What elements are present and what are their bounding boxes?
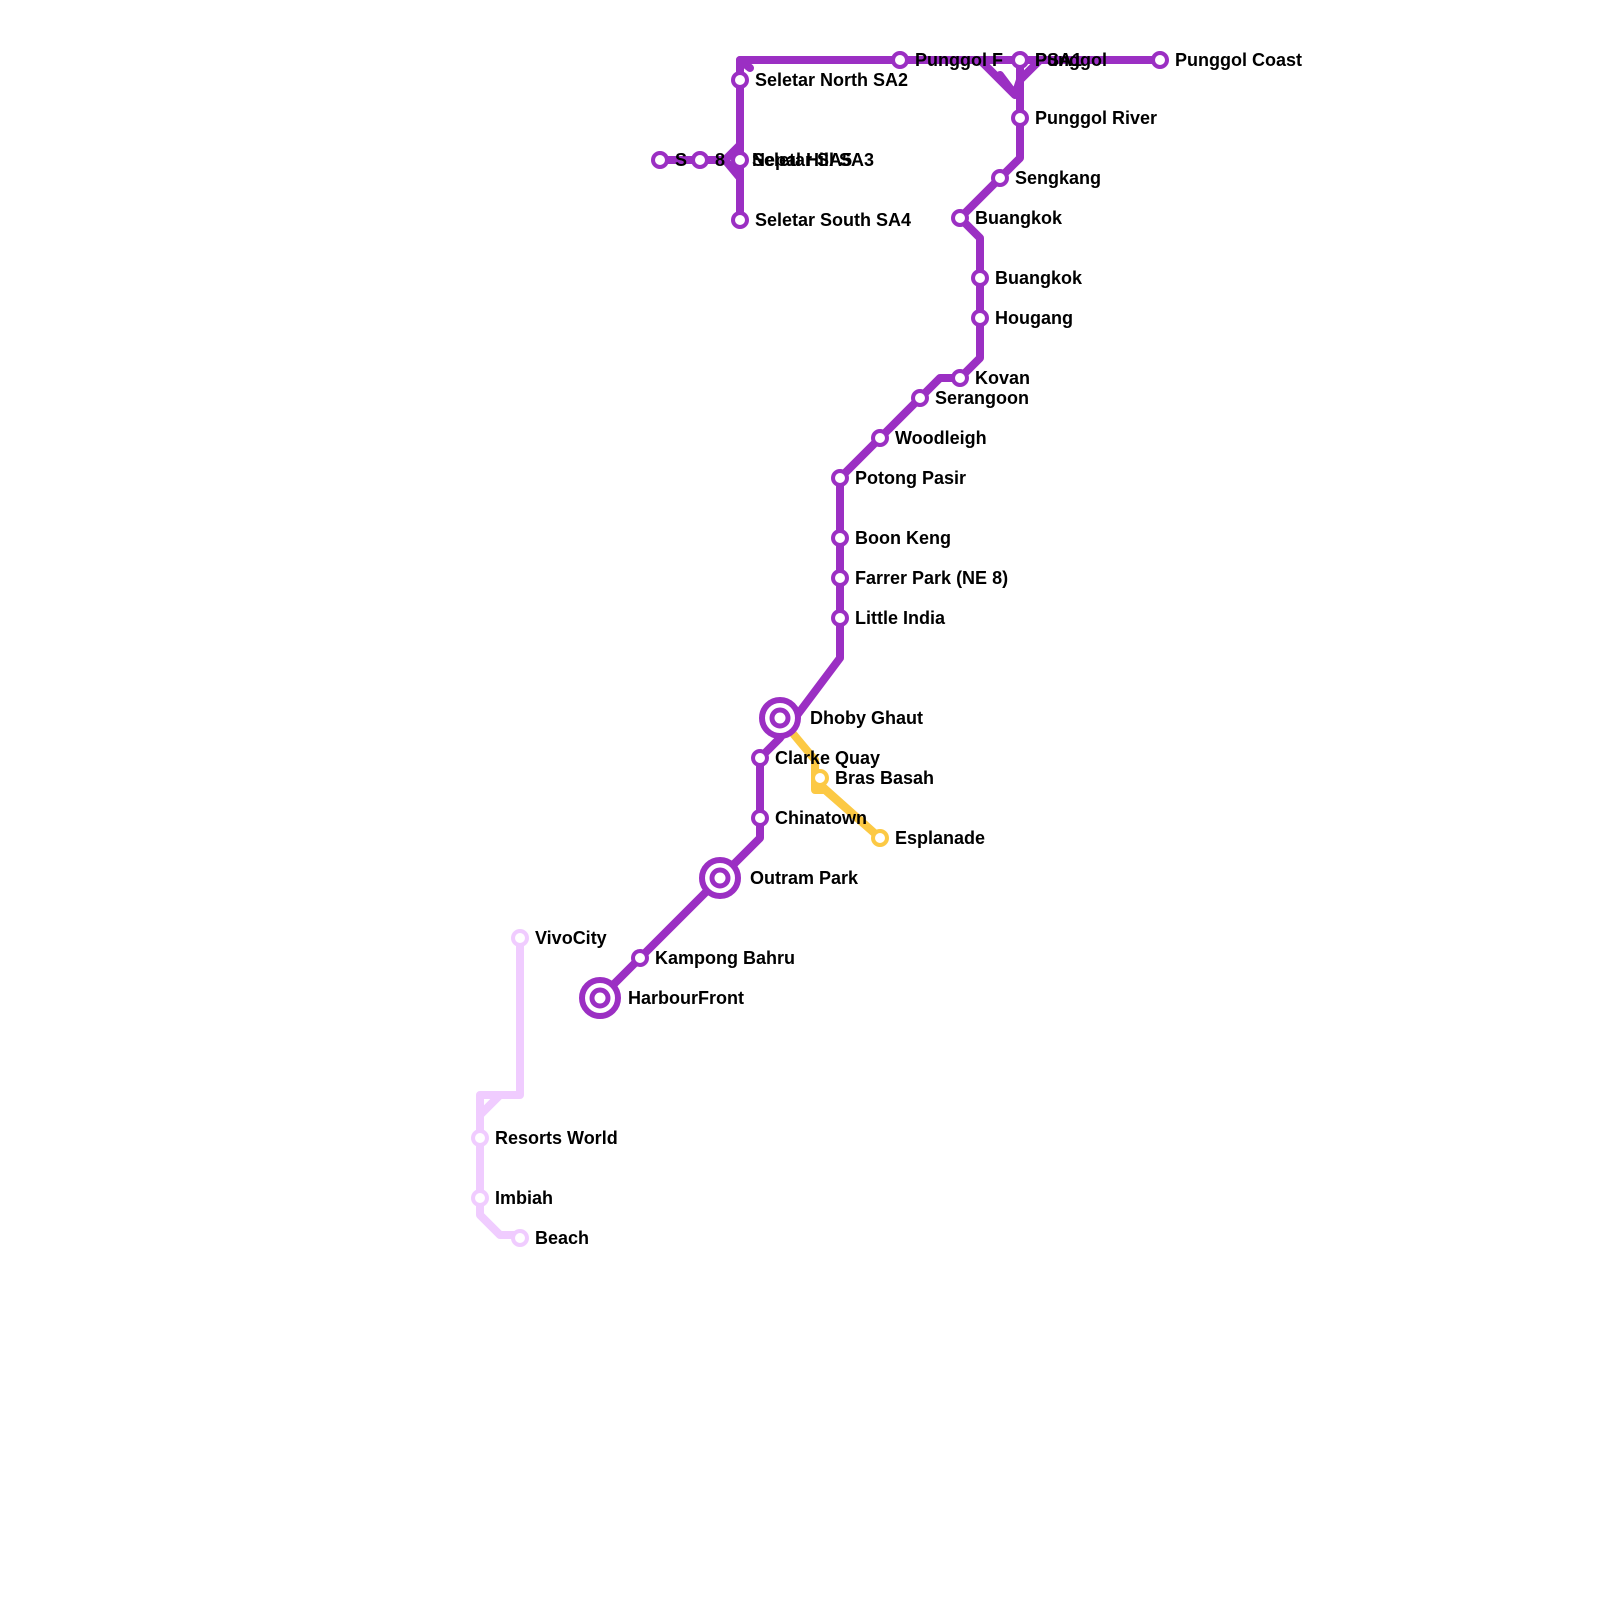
station-vivocity[interactable]: VivoCity — [511, 928, 607, 948]
station-label: Seletar South SA4 — [755, 210, 911, 230]
station-buangkok-1[interactable]: Buangkok — [951, 208, 1063, 228]
nel-punggol-junction-path — [976, 56, 1044, 99]
station-label: Buangkok — [975, 208, 1063, 228]
sentosa-line-path — [476, 931, 524, 1239]
circle-line — [776, 714, 884, 842]
circle-line-path — [776, 714, 884, 842]
station-seletar-north[interactable]: Seletar North SA2 — [731, 70, 908, 90]
station-clarke-quay[interactable]: Clarke Quay — [751, 748, 880, 768]
station-resorts-world[interactable]: Resorts World — [471, 1128, 618, 1148]
station-label: HarbourFront — [628, 988, 744, 1008]
station-kampong-bahru[interactable]: Kampong Bahru — [631, 948, 795, 968]
station-farrer-park[interactable]: Farrer Park (NE 8) — [831, 568, 1008, 588]
station-harbourfront[interactable]: HarbourFront — [579, 977, 744, 1019]
station-label: 8 — [715, 150, 725, 170]
station-label: Outram Park — [750, 868, 859, 888]
station-dhoby-ghaut[interactable]: Dhoby Ghaut — [759, 697, 923, 739]
stations-north-east: HarbourFront Kampong Bahru Outram Park C… — [579, 50, 1302, 1019]
nel-west-spur-path — [656, 141, 744, 182]
station-label: Buangkok — [995, 268, 1083, 288]
station-label: Potong Pasir — [855, 468, 966, 488]
station-esplanade[interactable]: Esplanade — [871, 828, 985, 848]
station-label: Farrer Park (NE 8) — [855, 568, 1008, 588]
station-sengkang[interactable]: Sengkang — [991, 168, 1101, 188]
station-label: Bras Basah — [835, 768, 934, 788]
station-woodleigh[interactable]: Woodleigh — [871, 428, 987, 448]
station-seletar-cluster[interactable]: Nepal Hill SA3 Seletar SA5 — [731, 150, 874, 170]
station-serangoon[interactable]: Serangoon — [911, 388, 1029, 408]
station-label: Sengkang — [1015, 168, 1101, 188]
station-label: Imbiah — [495, 1188, 553, 1208]
station-label-overlap: Seletar SA5 — [752, 150, 852, 170]
stations-sentosa: VivoCity Resorts World Imbiah Beach — [471, 928, 618, 1248]
station-label: Chinatown — [775, 808, 867, 828]
station-bras-basah[interactable]: Bras Basah — [811, 768, 934, 788]
station-label: Hougang — [995, 308, 1073, 328]
station-punggol-river[interactable]: Punggol River — [1011, 108, 1157, 128]
station-little-india[interactable]: Little India — [831, 608, 946, 628]
station-outram-park[interactable]: Outram Park — [699, 857, 859, 899]
station-punggol-coast[interactable]: Punggol Coast — [1151, 50, 1302, 70]
station-kovan[interactable]: Kovan — [951, 368, 1030, 388]
station-label: Woodleigh — [895, 428, 987, 448]
station-west-2[interactable]: 8 — [691, 150, 725, 170]
station-label: Punggol River — [1035, 108, 1157, 128]
station-chinatown[interactable]: Chinatown — [751, 808, 867, 828]
station-label: Seletar North SA2 — [755, 70, 908, 90]
station-label: Nepal Hill SA3 — [752, 150, 874, 170]
station-label: Clarke Quay — [775, 748, 880, 768]
station-potong-pasir[interactable]: Potong Pasir — [831, 468, 966, 488]
station-punggol-fp[interactable]: Punggol F — [891, 50, 1003, 70]
station-label: Punggol — [1035, 50, 1107, 70]
station-label: Resorts World — [495, 1128, 618, 1148]
station-label-overlap: PSA1 — [1035, 50, 1082, 70]
station-label: Beach — [535, 1228, 589, 1248]
station-label: Kovan — [975, 368, 1030, 388]
station-label: Dhoby Ghaut — [810, 708, 923, 728]
station-label: Esplanade — [895, 828, 985, 848]
station-label: Serangoon — [935, 388, 1029, 408]
north-east-line — [596, 56, 1164, 1002]
stations-circle: Bras Basah Esplanade — [811, 768, 985, 848]
station-label: Punggol Coast — [1175, 50, 1302, 70]
station-beach[interactable]: Beach — [511, 1228, 589, 1248]
station-buangkok-2[interactable]: Buangkok — [971, 268, 1083, 288]
nel-main-path — [596, 56, 1024, 1002]
station-label: S — [675, 150, 687, 170]
station-hougang[interactable]: Hougang — [971, 308, 1073, 328]
station-seletar-south[interactable]: Seletar South SA4 — [731, 210, 911, 230]
station-label: Kampong Bahru — [655, 948, 795, 968]
station-label: Punggol F — [915, 50, 1003, 70]
station-west-1[interactable]: S — [651, 150, 687, 170]
station-punggol[interactable]: Punggol PSA1 — [1011, 50, 1107, 70]
station-label: VivoCity — [535, 928, 607, 948]
sentosa-express-line — [476, 931, 524, 1239]
station-label: Little India — [855, 608, 946, 628]
station-label: Boon Keng — [855, 528, 951, 548]
station-boon-keng[interactable]: Boon Keng — [831, 528, 951, 548]
station-imbiah[interactable]: Imbiah — [471, 1188, 553, 1208]
